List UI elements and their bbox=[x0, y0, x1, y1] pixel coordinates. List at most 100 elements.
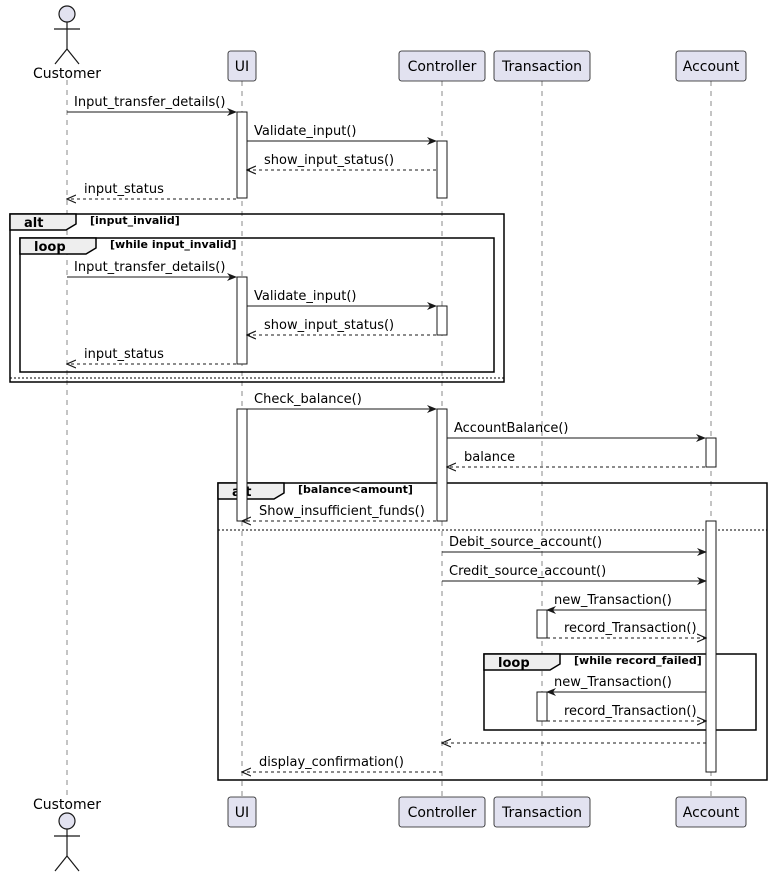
participant-transaction-top: Transaction bbox=[493, 50, 591, 82]
message: Validate_input() bbox=[247, 124, 437, 145]
message: Input_transfer_details() bbox=[67, 260, 237, 281]
participant-label: Customer bbox=[33, 66, 101, 82]
actor-leg bbox=[66, 48, 80, 65]
fragment-border bbox=[483, 653, 757, 731]
activation-bar bbox=[236, 276, 248, 365]
message: show_input_status() bbox=[247, 318, 436, 335]
participant-box bbox=[493, 50, 591, 82]
participant-box bbox=[493, 796, 591, 828]
message-label: record_Transaction() bbox=[564, 704, 697, 719]
message-label: show_input_status() bbox=[264, 318, 394, 333]
participant-ui-bottom: UI bbox=[227, 796, 257, 828]
message: Input_transfer_details() bbox=[67, 95, 237, 116]
participant-label: Customer bbox=[33, 797, 101, 813]
actor-leg bbox=[66, 855, 80, 872]
participant-label: Transaction bbox=[501, 805, 582, 821]
message: Credit_source_account() bbox=[442, 564, 707, 585]
fragment-tab bbox=[19, 237, 97, 255]
activation-bar bbox=[436, 408, 448, 522]
message: balance bbox=[447, 450, 705, 467]
fragment-border bbox=[217, 482, 768, 781]
message-label: Show_insufficient_funds() bbox=[259, 504, 425, 519]
activation-bar bbox=[436, 140, 448, 199]
message-label: AccountBalance() bbox=[454, 421, 568, 436]
alt-fragment: alt[balance<amount] bbox=[217, 482, 768, 781]
activation-bar bbox=[236, 111, 248, 199]
fragment-guard: [while record_failed] bbox=[574, 654, 702, 667]
participant-box bbox=[227, 796, 257, 828]
message: record_Transaction() bbox=[547, 621, 706, 638]
message-label: input_status bbox=[84, 182, 164, 197]
message-label: display_confirmation() bbox=[259, 755, 404, 770]
participant-label: UI bbox=[235, 59, 249, 75]
actor-leg bbox=[54, 855, 68, 872]
participant-box bbox=[675, 796, 747, 828]
fragment-guard: [while input_invalid] bbox=[110, 238, 237, 251]
message: new_Transaction() bbox=[546, 593, 706, 614]
activation-bar bbox=[705, 520, 717, 773]
fragment-guard: [balance<amount] bbox=[298, 483, 413, 496]
activation-bar bbox=[436, 305, 448, 336]
participant-label: Controller bbox=[408, 805, 477, 821]
message: input_status bbox=[67, 182, 236, 199]
participant-customer-top: Customer bbox=[33, 5, 101, 82]
message-label: new_Transaction() bbox=[554, 593, 672, 608]
message: Validate_input() bbox=[247, 289, 437, 310]
activation-bar bbox=[536, 691, 548, 722]
activation-bar bbox=[536, 609, 548, 639]
participant-ui-top: UI bbox=[227, 50, 257, 82]
loop-fragment: loop [while record_failed] bbox=[483, 653, 757, 731]
message-label: Credit_source_account() bbox=[449, 564, 606, 579]
actor-head-icon bbox=[58, 812, 76, 830]
message-label: Input_transfer_details() bbox=[74, 260, 225, 275]
participant-customer-bottom: Customer bbox=[33, 797, 101, 872]
alt-fragment: alt [input_invalid] bbox=[9, 213, 505, 383]
message-label: show_input_status() bbox=[264, 153, 394, 168]
participant-box bbox=[398, 796, 486, 828]
participant-account-top: Account bbox=[675, 50, 747, 82]
activation-bar bbox=[236, 408, 248, 522]
fragment-border bbox=[9, 213, 505, 383]
message-label: Check_balance() bbox=[254, 392, 362, 407]
fragment-tab bbox=[483, 653, 561, 671]
fragment-tab bbox=[217, 482, 285, 500]
participant-box bbox=[398, 50, 486, 82]
participant-transaction-bottom: Transaction bbox=[493, 796, 591, 828]
fragment-border bbox=[19, 237, 495, 373]
fragment-kind: loop bbox=[498, 656, 530, 671]
fragment-kind: loop bbox=[34, 240, 66, 255]
participant-label: Controller bbox=[408, 59, 477, 75]
participant-box bbox=[227, 50, 257, 82]
participant-label: UI bbox=[235, 805, 249, 821]
activation-bar bbox=[705, 437, 717, 468]
message: input_status bbox=[67, 347, 236, 364]
actor-head-icon bbox=[58, 5, 76, 23]
message-label: Debit_source_account() bbox=[449, 535, 602, 550]
message: Debit_source_account() bbox=[442, 535, 707, 556]
message: Show_insufficient_funds() bbox=[242, 504, 436, 521]
participant-box bbox=[675, 50, 747, 82]
message: record_Transaction() bbox=[547, 704, 706, 721]
actor-leg bbox=[54, 48, 68, 65]
fragment-tab bbox=[9, 213, 77, 231]
fragment-guard: [input_invalid] bbox=[90, 214, 180, 227]
message: AccountBalance() bbox=[447, 421, 706, 442]
participant-label: Account bbox=[683, 59, 740, 75]
message-label: Input_transfer_details() bbox=[74, 95, 225, 110]
participant-controller-bottom: Controller bbox=[398, 796, 486, 828]
message-label: record_Transaction() bbox=[564, 621, 697, 636]
fragment-kind: alt bbox=[24, 216, 43, 231]
participant-controller-top: Controller bbox=[398, 50, 486, 82]
message-label: new_Transaction() bbox=[554, 675, 672, 690]
message-label: input_status bbox=[84, 347, 164, 362]
message: show_input_status() bbox=[247, 153, 436, 170]
participant-account-bottom: Account bbox=[675, 796, 747, 828]
message-label: Validate_input() bbox=[254, 289, 356, 304]
message-label: balance bbox=[464, 450, 515, 465]
message: display_confirmation() bbox=[242, 755, 442, 772]
message: Check_balance() bbox=[247, 392, 437, 413]
loop-fragment: loop [while input_invalid] bbox=[19, 237, 495, 373]
participant-label: Transaction bbox=[501, 59, 582, 75]
message-label: Validate_input() bbox=[254, 124, 356, 139]
